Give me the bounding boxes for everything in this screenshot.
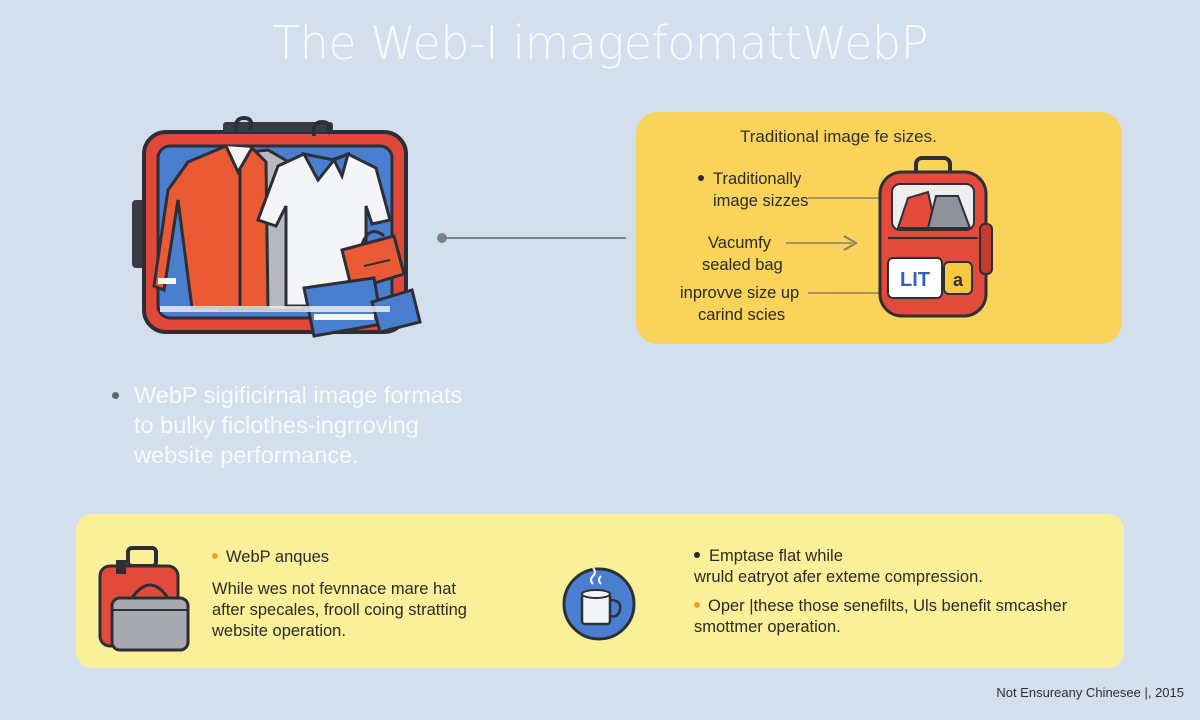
bullet-icon xyxy=(212,552,218,559)
footer-credit: Not Ensureany Chinesee |, 2015 xyxy=(996,685,1184,700)
luggage-icon xyxy=(98,546,190,652)
bullet-icon xyxy=(698,174,704,181)
card-item-vacuum: Vacumfy sealed bag xyxy=(702,234,783,274)
backpack-illustration: LIT a xyxy=(786,156,993,318)
webp-benefits-card: WebP anques While wes not fevnnace mare … xyxy=(76,514,1124,668)
compression-benefits-block: Emptase flat while wruld eatryot afer ex… xyxy=(694,547,1068,636)
card-item-improve: inprovve size up carind scies xyxy=(680,284,800,324)
webp-uniques-block: WebP anques While wes not fevnnace mare … xyxy=(212,548,467,640)
bullet-icon xyxy=(694,551,700,558)
suitcase-clothes-illustration xyxy=(132,115,422,338)
connector-line xyxy=(437,233,626,243)
backpack-badge-a: a xyxy=(953,270,964,290)
bullet-icon xyxy=(112,392,119,399)
traditional-sizes-card: LIT a Traditional image fe sizes. Tradit… xyxy=(636,112,1122,344)
mug-icon xyxy=(562,567,636,641)
bullet-icon xyxy=(694,601,700,608)
card-title: Traditional image fe sizes. xyxy=(740,127,937,146)
page-title: The Web-I imagefomattWebP xyxy=(272,16,928,70)
backpack-badge-lit: LIT xyxy=(900,269,930,291)
webp-summary: WebP sigificirnal image formats to bulky… xyxy=(112,380,462,470)
card-item-traditional: Traditionally image sizzes xyxy=(698,168,808,212)
